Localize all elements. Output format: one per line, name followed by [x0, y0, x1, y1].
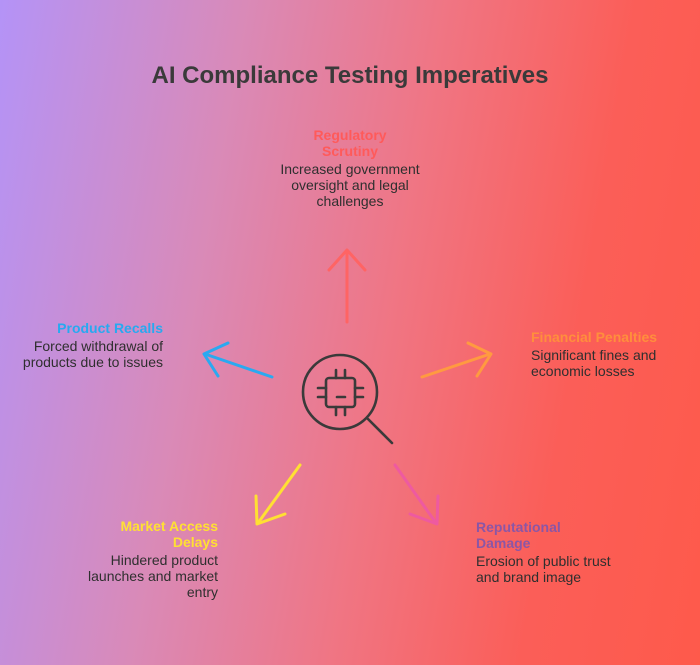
market-access-delays-title: Market Access Delays	[120, 518, 218, 550]
arrow-up-regulatory	[327, 248, 367, 324]
regulatory-scrutiny-block: Regulatory Scrutiny Increased government…	[268, 127, 432, 209]
reputational-damage-block: Reputational Damage Erosion of public tr…	[476, 519, 636, 585]
chip-magnifier-icon	[301, 353, 394, 445]
financial-penalties-title: Financial Penalties	[531, 329, 658, 345]
reputational-damage-title: Reputational Damage	[476, 519, 561, 551]
product-recalls-description: Forced withdrawal of products due to iss…	[22, 338, 163, 370]
arrow-down-left-market	[254, 463, 302, 526]
regulatory-scrutiny-description: Increased government oversight and legal…	[280, 161, 420, 209]
reputational-damage-description: Erosion of public trust and brand image	[476, 553, 611, 585]
market-access-delays-block: Market Access Delays Hindered product la…	[75, 518, 218, 600]
market-access-delays-description: Hindered product launches and market ent…	[88, 552, 218, 600]
product-recalls-block: Product Recalls Forced withdrawal of pro…	[20, 320, 163, 370]
financial-penalties-block: Financial Penalties Significant fines an…	[531, 329, 691, 379]
arrow-down-right-reputation	[393, 463, 440, 526]
page-title: AI Compliance Testing Imperatives	[151, 62, 549, 89]
regulatory-scrutiny-title: Regulatory Scrutiny	[313, 127, 387, 159]
arrow-left-recalls	[202, 341, 274, 379]
arrow-right-financial	[420, 341, 493, 379]
financial-penalties-description: Significant fines and economic losses	[531, 347, 657, 379]
product-recalls-title: Product Recalls	[57, 320, 163, 336]
